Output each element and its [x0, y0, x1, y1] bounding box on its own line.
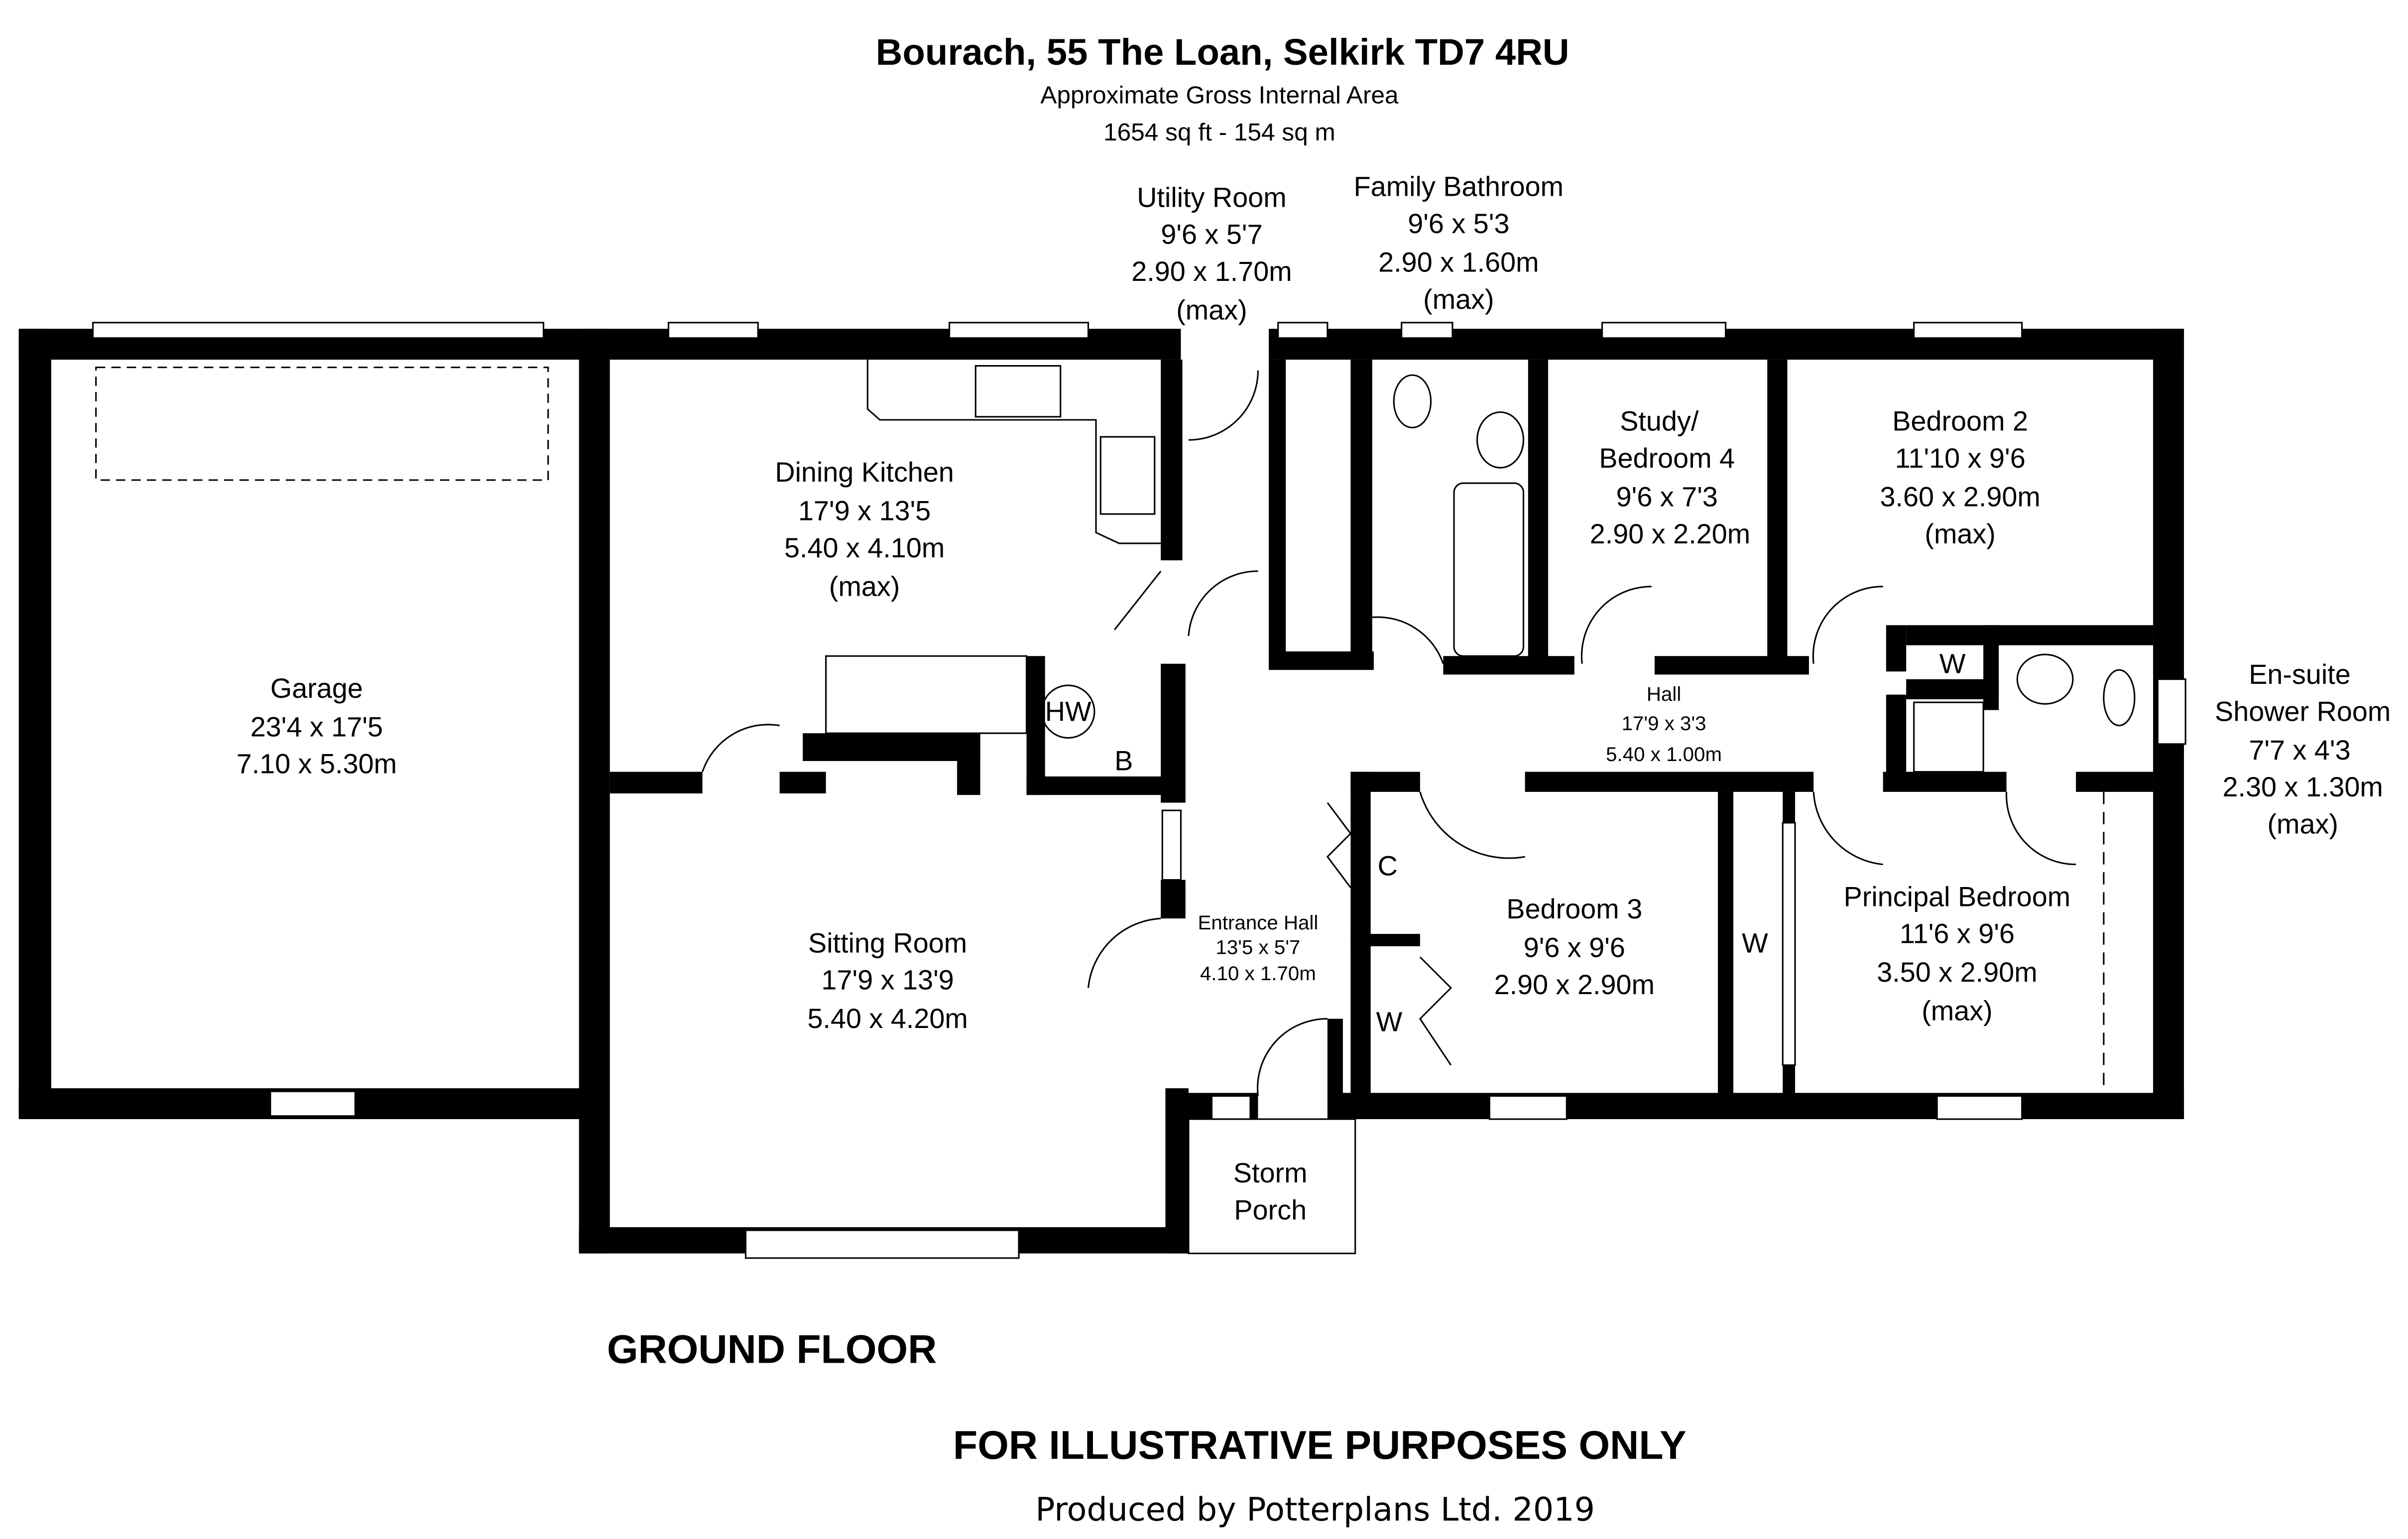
svg-text:2.90 x 2.90m: 2.90 x 2.90m	[1494, 969, 1655, 1000]
room-ensuite: En-suite Shower Room 7'7 x 4'3 2.30 x 1.…	[2215, 659, 2391, 840]
svg-text:5.40 x 4.10m: 5.40 x 4.10m	[784, 532, 945, 563]
svg-text:(max): (max)	[1423, 284, 1494, 315]
floor-label: GROUND FLOOR	[607, 1327, 937, 1372]
svg-text:5.40 x 4.20m: 5.40 x 4.20m	[807, 1003, 967, 1034]
area-value: 1654 sq ft - 154 sq m	[1103, 118, 1335, 146]
wardrobe-label: W	[1742, 927, 1768, 958]
svg-text:5.40 x 1.00m: 5.40 x 1.00m	[1606, 743, 1722, 766]
svg-text:2.90 x 1.60m: 2.90 x 1.60m	[1378, 247, 1539, 277]
svg-text:11'6 x 9'6: 11'6 x 9'6	[1900, 918, 2015, 949]
wardrobe-label: W	[1939, 648, 1966, 679]
toilet-icon	[1393, 374, 1432, 429]
svg-text:17'9 x 13'5: 17'9 x 13'5	[798, 495, 931, 526]
svg-text:Study/: Study/	[1620, 406, 1699, 437]
room-hall: Hall 17'9 x 3'3 5.40 x 1.00m	[1606, 683, 1722, 766]
fixtures	[95, 360, 2136, 1255]
svg-text:Dining Kitchen: Dining Kitchen	[775, 457, 954, 488]
svg-text:Family Bathroom: Family Bathroom	[1354, 171, 1564, 202]
svg-text:2.30 x 1.30m: 2.30 x 1.30m	[2222, 771, 2383, 802]
room-entrance-hall: Entrance Hall 13'5 x 5'7 4.10 x 1.70m	[1198, 911, 1319, 985]
svg-text:(max): (max)	[1922, 996, 1993, 1026]
sink-icon	[974, 365, 1062, 418]
svg-text:Bedroom 2: Bedroom 2	[1892, 406, 2028, 437]
svg-text:Garage: Garage	[270, 673, 363, 704]
svg-text:(max): (max)	[829, 571, 900, 602]
cupboard-label: C	[1378, 850, 1398, 881]
svg-text:17'9 x 3'3: 17'9 x 3'3	[1622, 712, 1706, 735]
svg-text:17'9 x 13'9: 17'9 x 13'9	[822, 965, 954, 996]
svg-text:9'6 x 9'6: 9'6 x 9'6	[1524, 932, 1625, 963]
svg-text:2.90 x 2.20m: 2.90 x 2.20m	[1590, 518, 1750, 549]
disclaimer: FOR ILLUSTRATIVE PURPOSES ONLY	[953, 1423, 1686, 1468]
svg-text:Utility Room: Utility Room	[1137, 182, 1287, 213]
bath-icon	[1453, 482, 1525, 657]
svg-text:23'4 x 17'5: 23'4 x 17'5	[250, 711, 383, 742]
producer-credit: Produced by Potterplans Ltd. 2019	[1035, 1491, 1595, 1529]
svg-text:11'10 x 9'6: 11'10 x 9'6	[1895, 443, 2026, 474]
svg-text:7.10 x 5.30m: 7.10 x 5.30m	[237, 749, 397, 779]
svg-text:2.90 x 1.70m: 2.90 x 1.70m	[1131, 256, 1292, 287]
svg-text:4.10 x 1.70m: 4.10 x 1.70m	[1200, 962, 1316, 985]
basin-icon	[1476, 411, 1525, 469]
room-storm-porch: Storm Porch	[1233, 1157, 1308, 1225]
svg-text:(max): (max)	[2267, 809, 2338, 840]
svg-text:Hall: Hall	[1647, 683, 1681, 705]
hot-water-label: HW	[1045, 696, 1091, 727]
svg-text:7'7 x 4'3: 7'7 x 4'3	[2249, 735, 2350, 766]
svg-text:Porch: Porch	[1234, 1194, 1307, 1225]
room-principal-bedroom: Principal Bedroom 11'6 x 9'6 3.50 x 2.90…	[1844, 881, 2071, 1026]
svg-text:9'6 x 5'3: 9'6 x 5'3	[1408, 208, 1509, 239]
svg-text:(max): (max)	[1176, 295, 1247, 326]
svg-text:9'6 x 7'3: 9'6 x 7'3	[1616, 482, 1718, 513]
svg-text:Principal Bedroom: Principal Bedroom	[1844, 881, 2071, 912]
room-family-bathroom: Family Bathroom 9'6 x 5'3 2.90 x 1.60m (…	[1354, 171, 1564, 315]
svg-text:Shower Room: Shower Room	[2215, 696, 2391, 727]
svg-text:(max): (max)	[1925, 518, 1996, 549]
svg-text:Bedroom 3: Bedroom 3	[1506, 894, 1642, 924]
plan-title: Bourach, 55 The Loan, Selkirk TD7 4RU	[876, 31, 1569, 73]
area-subtitle: Approximate Gross Internal Area	[1040, 81, 1399, 109]
hob-icon	[1099, 436, 1156, 515]
room-sitting: Sitting Room 17'9 x 13'9 5.40 x 4.20m	[807, 927, 967, 1034]
wardrobe-label: W	[1376, 1006, 1403, 1037]
svg-text:3.60 x 2.90m: 3.60 x 2.90m	[1880, 482, 2040, 513]
svg-text:9'6 x 5'7: 9'6 x 5'7	[1161, 219, 1262, 250]
boiler-label: B	[1114, 746, 1133, 776]
svg-text:En-suite: En-suite	[2249, 659, 2351, 690]
room-study: Study/ Bedroom 4 9'6 x 7'3 2.90 x 2.20m	[1590, 406, 1750, 549]
svg-text:Storm: Storm	[1233, 1157, 1308, 1188]
room-bedroom-3: Bedroom 3 9'6 x 9'6 2.90 x 2.90m	[1494, 894, 1655, 1000]
svg-text:Entrance Hall: Entrance Hall	[1198, 911, 1319, 934]
svg-text:Sitting Room: Sitting Room	[808, 927, 967, 958]
svg-text:13'5 x 5'7: 13'5 x 5'7	[1216, 936, 1301, 958]
svg-text:Bedroom 4: Bedroom 4	[1599, 443, 1735, 474]
svg-text:3.50 x 2.90m: 3.50 x 2.90m	[1877, 957, 2037, 988]
room-dining-kitchen: Dining Kitchen 17'9 x 13'5 5.40 x 4.10m …	[775, 457, 954, 602]
room-garage: Garage 23'4 x 17'5 7.10 x 5.30m	[237, 673, 397, 779]
room-bedroom-2: Bedroom 2 11'10 x 9'6 3.60 x 2.90m (max)	[1880, 406, 2040, 549]
room-utility: Utility Room 9'6 x 5'7 2.90 x 1.70m (max…	[1131, 182, 1292, 325]
shower-icon	[1913, 701, 1984, 773]
